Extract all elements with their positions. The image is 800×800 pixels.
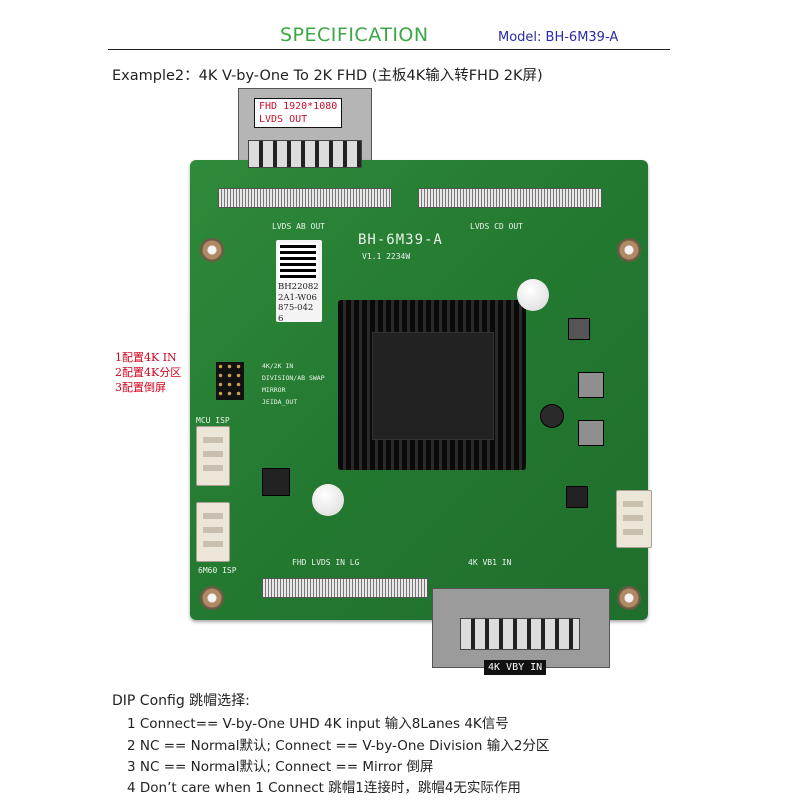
serial-line-4: 6 <box>278 313 284 324</box>
dip-item-2: 2 NC == Normal默认; Connect == V-by-One Di… <box>127 738 550 754</box>
model-number: Model: BH-6M39-A <box>498 30 619 45</box>
board-version: V1.1 2234W <box>362 252 411 261</box>
qr-code <box>278 243 318 283</box>
silk-pin-4: JEIDA_OUT <box>262 398 298 406</box>
inductor-3 <box>578 420 604 446</box>
power-connector <box>616 490 652 548</box>
jumper-note-1: 1配置4K IN <box>115 351 177 364</box>
spec-title: SPECIFICATION <box>280 24 429 46</box>
jumper-notes: 1配置4K IN 2配置4K分区 3配置倒屏 <box>115 350 181 395</box>
silk-lvds-ab: LVDS AB OUT <box>272 222 325 231</box>
example-heading: Example2：4K V-by-One To 2K FHD (主板4K输入转F… <box>112 68 543 84</box>
heatsink-stud-bottom <box>312 484 344 516</box>
dip-item-1: 1 Connect== V-by-One UHD 4K input 输入8Lan… <box>127 716 509 732</box>
6m60-isp-connector <box>196 502 230 562</box>
mcu-isp-connector <box>196 426 230 486</box>
dip-item-3: 3 NC == Normal默认; Connect == Mirror 倒屏 <box>127 759 434 775</box>
silk-fhd-lvds: FHD LVDS IN LG <box>292 558 360 567</box>
inductor-2 <box>578 372 604 398</box>
silk-lvds-cd: LVDS CD OUT <box>470 222 523 231</box>
top-label-line1: FHD 1920*1080 <box>259 101 338 112</box>
serial-line-3: 875-042 <box>278 303 314 313</box>
dip-jumper-header <box>216 362 244 400</box>
heatsink-core <box>372 332 494 440</box>
top-connector-label: FHD 1920*1080 LVDS OUT <box>254 98 343 128</box>
fhd-lvds-in-fpc <box>262 578 428 598</box>
dip-config-title: DIP Config 跳帽选择: <box>112 693 250 709</box>
silk-4k-vb1: 4K VB1 IN <box>468 558 512 567</box>
silk-pin-1: 4K/2K IN <box>262 362 294 370</box>
inductor-1 <box>568 318 590 340</box>
bottom-connector-label: 4K VBY IN <box>484 660 547 675</box>
serial-line-2: 2A1-W06 <box>278 292 317 303</box>
vby-in-connector-pins <box>460 618 580 650</box>
capacitor <box>540 404 564 428</box>
board-name: BH-6M39-A <box>358 232 443 248</box>
silk-pin-2: DIVISION/AB SWAP <box>262 374 325 382</box>
top-label-line2: LVDS OUT <box>259 114 308 125</box>
header-rule <box>108 49 670 50</box>
jumper-note-2: 2配置4K分区 <box>115 366 182 379</box>
regulator-chip <box>566 486 588 508</box>
mount-hole-tr <box>617 238 641 262</box>
lvds-ab-fpc <box>218 188 392 208</box>
mount-hole-tl <box>200 238 224 262</box>
heatsink-stud-top <box>517 279 549 311</box>
silk-pin-3: MIRROR <box>262 386 286 394</box>
mcu-chip <box>262 468 290 496</box>
lvds-cd-fpc <box>418 188 602 208</box>
serial-text: BH22082 2A1-W06 875-042 6 <box>278 282 319 324</box>
mount-hole-br <box>617 586 641 610</box>
dip-item-4: 4 Don’t care when 1 Connect 跳帽1连接时，跳帽4无实… <box>127 780 521 796</box>
silk-mcu-isp: MCU ISP <box>196 416 230 425</box>
lvds-out-connector-pins <box>248 140 362 168</box>
mount-hole-bl <box>200 586 224 610</box>
jumper-note-3: 3配置倒屏 <box>115 381 166 394</box>
spec-header: SPECIFICATION Model: BH-6M39-A <box>0 22 800 52</box>
silk-6m60-isp: 6M60 ISP <box>198 566 237 575</box>
serial-line-1: BH22082 <box>278 282 319 292</box>
